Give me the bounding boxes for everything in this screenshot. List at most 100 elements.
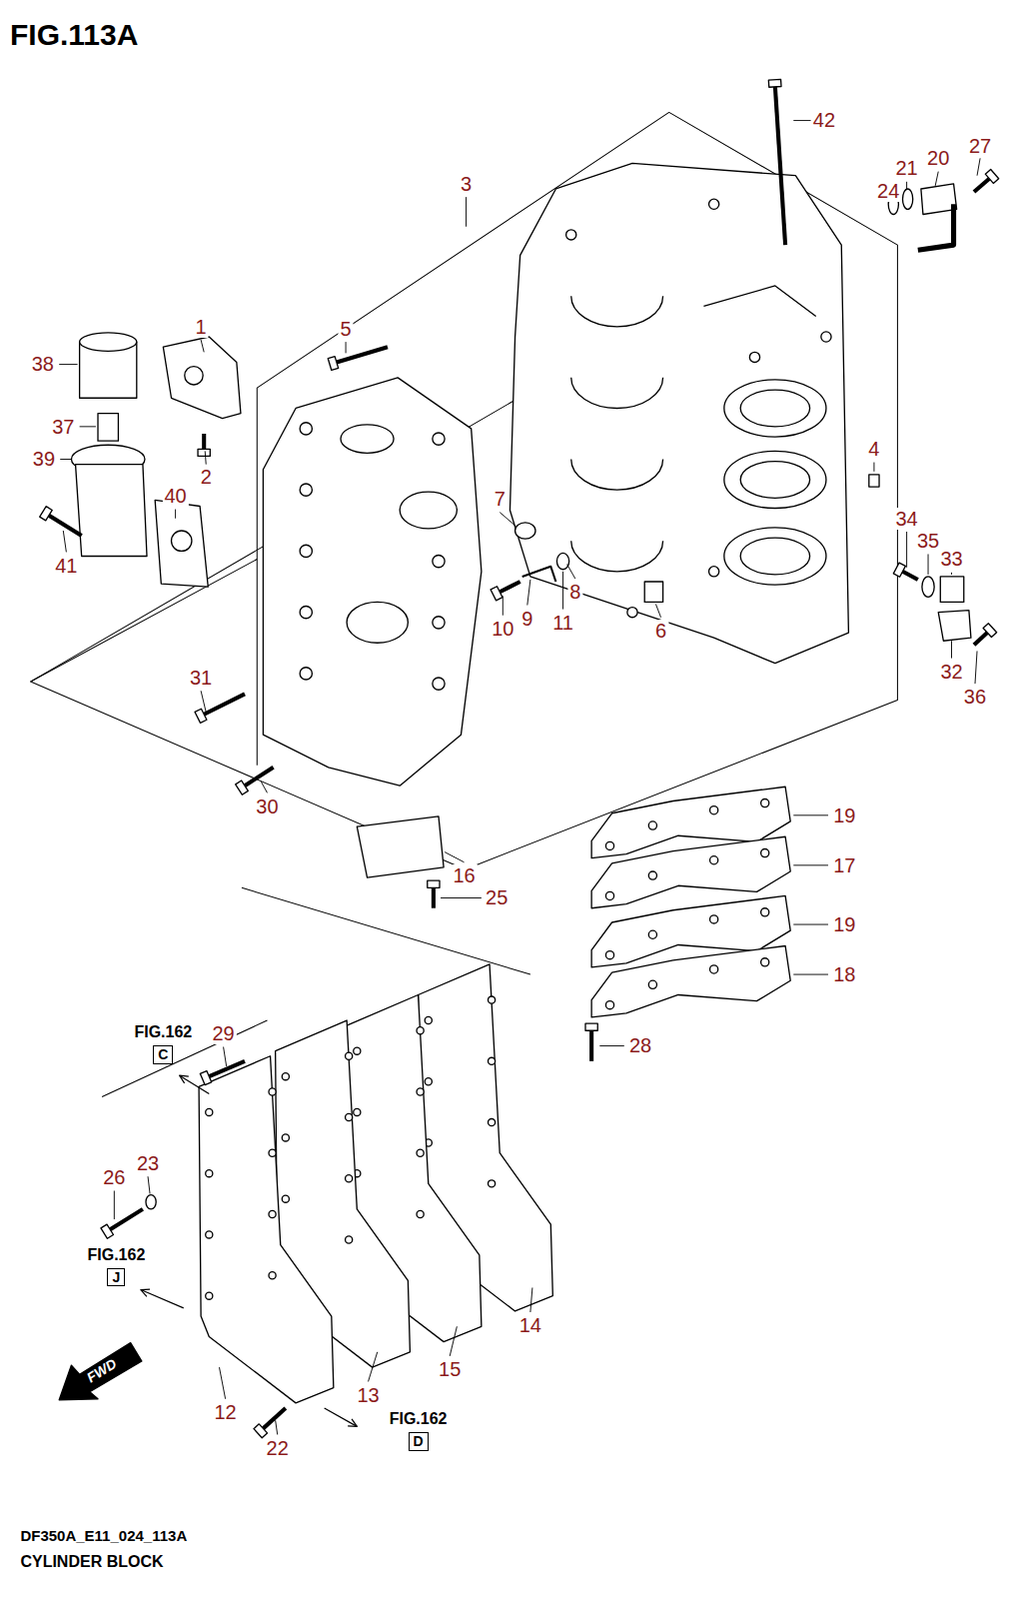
reference-arrow: [324, 1407, 358, 1426]
cover-hole: [345, 1235, 353, 1243]
leader-line: [260, 781, 267, 793]
leader-line: [62, 530, 66, 552]
reference-arrow: [179, 1074, 210, 1093]
crank-journal: [571, 459, 664, 491]
bracket-hole: [184, 366, 203, 385]
figure-reference: FIG.162J: [84, 1245, 147, 1287]
bolt-hole: [432, 616, 445, 629]
bolt-head: [197, 448, 210, 456]
cover-hole: [424, 1077, 432, 1085]
callout-number: 29: [209, 1022, 236, 1044]
leader-line: [935, 171, 939, 186]
leader-line: [147, 1175, 150, 1193]
cylinder-bore: [724, 527, 827, 585]
gasket: [154, 499, 208, 587]
bolt-head: [427, 880, 440, 888]
callout-number: 35: [915, 529, 942, 552]
block-rib: [703, 285, 816, 317]
gasket-hole: [648, 821, 657, 830]
leader-line: [793, 974, 829, 976]
callout-number: 21: [893, 156, 920, 179]
cover-hole: [205, 1291, 213, 1299]
water-pipe: [918, 203, 955, 250]
outline-frame: [30, 111, 899, 870]
bolt: [201, 433, 206, 449]
leader-line: [59, 458, 71, 460]
leader-line: [465, 196, 467, 227]
callout-number: 14: [517, 1313, 544, 1336]
cover-hole: [281, 1072, 289, 1080]
callout-number: 13: [354, 1383, 381, 1406]
callout-number: 37: [49, 415, 76, 438]
drawing: [30, 78, 1000, 1437]
cover-hole: [488, 1179, 496, 1187]
reference-arrow-head: [347, 1418, 357, 1427]
o-ring: [556, 552, 569, 569]
callout-number: 17: [831, 854, 858, 877]
bolt: [48, 515, 82, 536]
cover-hole: [416, 1209, 424, 1217]
bolt: [203, 693, 245, 714]
cylinder-bore: [724, 379, 827, 437]
bolt-hole: [709, 198, 720, 209]
outline-frame: [241, 887, 531, 975]
cover-hole: [205, 1107, 213, 1115]
reference-arrow-head: [140, 1288, 150, 1296]
leader-line: [793, 119, 811, 121]
cover-hole: [416, 1087, 424, 1095]
bolt: [431, 887, 436, 908]
gasket-hole: [710, 965, 719, 974]
gasket-hole: [761, 849, 770, 858]
gasket-hole: [605, 1001, 614, 1010]
bolt-hole: [432, 432, 445, 445]
bolt-head: [39, 506, 53, 521]
bracket: [162, 336, 241, 419]
leader-line: [174, 509, 176, 519]
callout-number: 7: [492, 487, 508, 510]
callout-number: 36: [962, 685, 989, 708]
filter-housing: [75, 464, 147, 557]
cover-hole: [205, 1230, 213, 1238]
callout-number: 24: [875, 179, 902, 202]
gasket-hole: [648, 930, 657, 939]
callout-number: 40: [161, 484, 188, 507]
callout-number: 26: [100, 1165, 127, 1188]
gasket-hole: [710, 856, 719, 865]
leader-line: [527, 579, 531, 606]
bolt-hole: [299, 606, 312, 619]
leader-line: [977, 157, 981, 175]
callout-number: 32: [938, 660, 965, 683]
callout-number: 19: [831, 913, 858, 936]
leader-line: [562, 571, 564, 610]
callout-number: 38: [29, 352, 56, 375]
bolt-head: [893, 562, 906, 577]
leader-line: [499, 512, 515, 526]
bolt-hole: [627, 607, 638, 618]
bolt-hole: [299, 544, 312, 557]
cylinder-bore-inner: [740, 389, 810, 427]
gasket-hole: [605, 841, 614, 850]
leader-line: [449, 1325, 457, 1356]
cover-hole: [268, 1209, 276, 1217]
bolt-head: [100, 1223, 114, 1238]
bolt: [974, 178, 990, 192]
leader-line: [502, 595, 504, 615]
clip: [522, 566, 557, 582]
callout-number: 11: [550, 611, 576, 634]
callout-number: 6: [653, 619, 669, 642]
seal-ring: [515, 522, 536, 539]
leader-line: [928, 553, 930, 574]
leader-line: [599, 1044, 625, 1046]
callout-number: 15: [436, 1357, 463, 1380]
callout-number: 16: [450, 864, 477, 887]
reference-arrow-head: [179, 1074, 189, 1083]
leader-line: [530, 1286, 533, 1312]
gasket-hole: [710, 915, 719, 924]
cover-plate: [356, 816, 444, 878]
dowel: [644, 581, 663, 602]
cover-hole: [268, 1087, 276, 1095]
leader-line: [345, 341, 347, 353]
sleeve: [940, 576, 964, 603]
reference-letter: C: [152, 1044, 173, 1064]
cover-hole: [281, 1194, 289, 1202]
